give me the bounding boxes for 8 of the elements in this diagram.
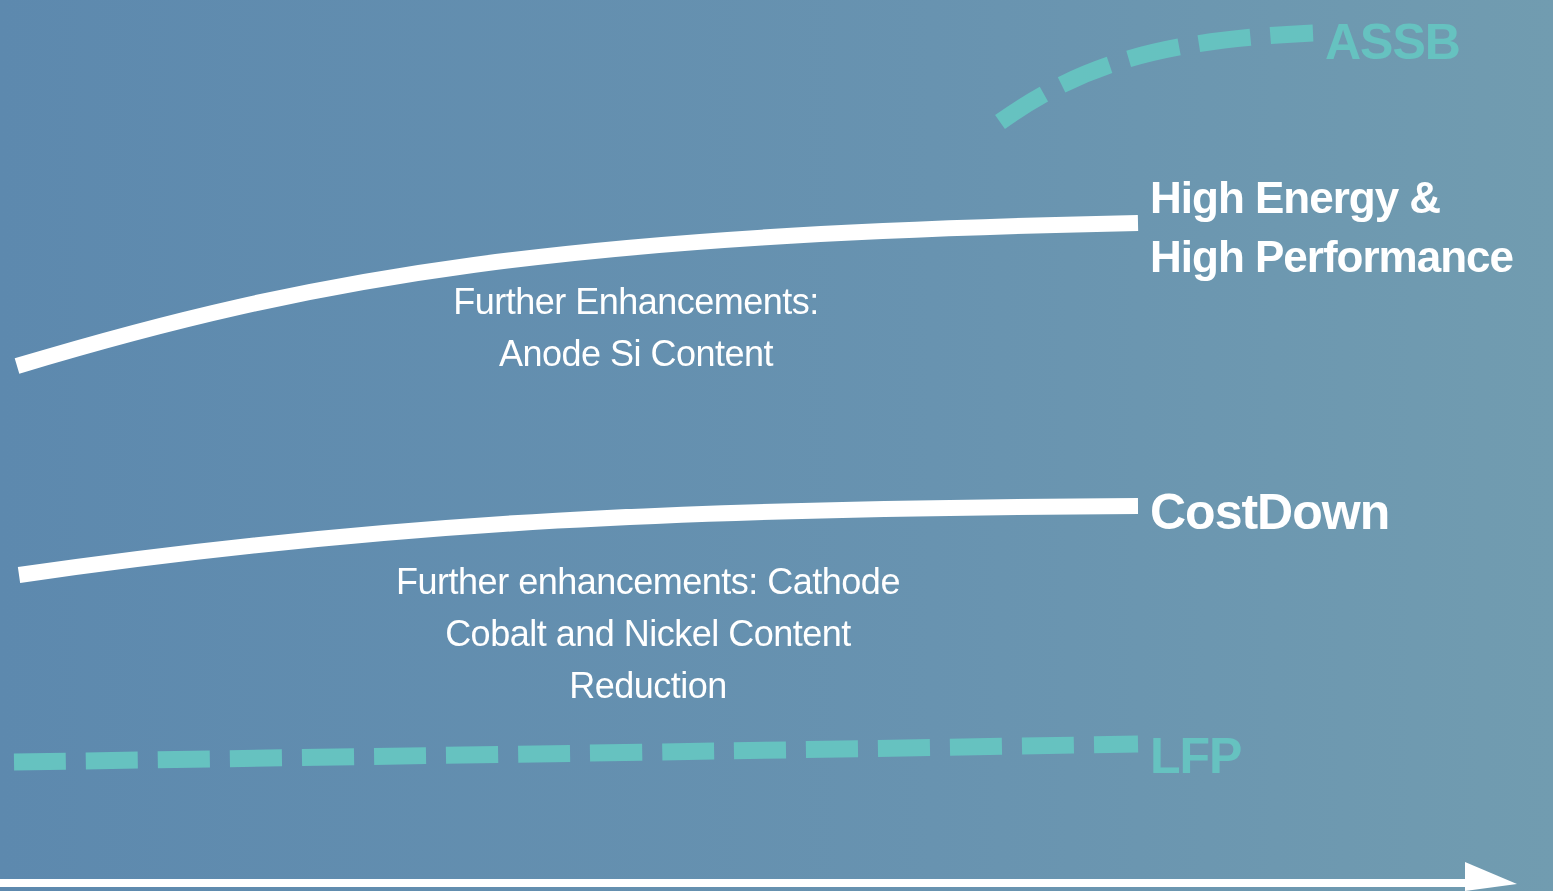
series-label: CostDown	[1150, 478, 1530, 546]
dashed-trend-line	[13, 735, 1139, 771]
trend-line	[17, 498, 1139, 583]
dashed-trend-line	[995, 24, 1314, 130]
series-label: High Energy & High Performance	[1150, 168, 1530, 286]
edge-label: Further enhancements: Cathode Cobalt and Nickel Content Reduction	[395, 560, 901, 708]
trend-line	[14, 215, 1139, 374]
edge-label: Further Enhancements: Anode Si Content	[452, 280, 820, 376]
